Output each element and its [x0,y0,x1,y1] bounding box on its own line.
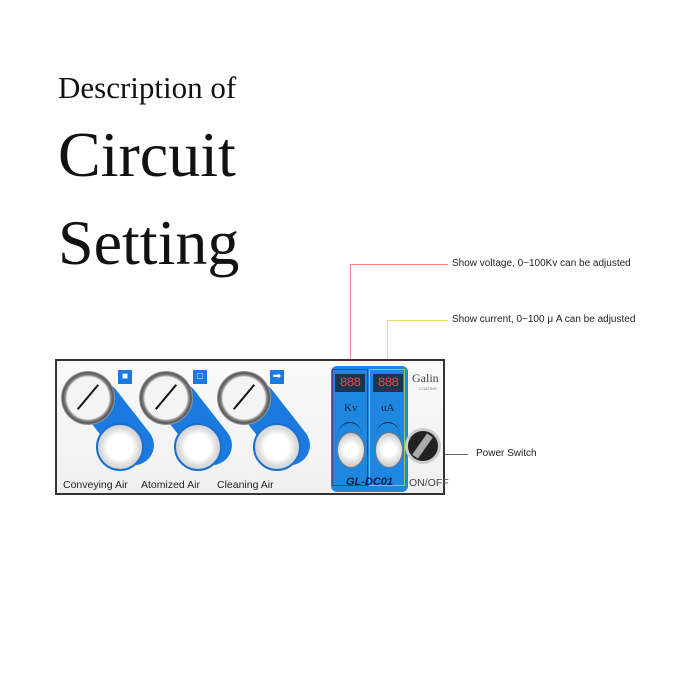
conveying-air-knob[interactable] [96,423,144,471]
gauge-label: Cleaning Air [217,479,274,491]
voltage-callout-line [350,264,448,370]
brand-logo: Galin [412,371,439,385]
ua-label: uA [381,402,395,414]
kv-section [332,369,368,486]
current-callout-line [387,320,448,370]
current-annotation: Show current, 0~100 μ A can be adjusted [452,314,636,325]
power-label: ON/OFF [409,477,449,489]
kv-label: Kv [344,402,358,414]
control-panel: ■ Conveying Air □ Atomized Air ➡ Cleanin… [55,359,449,495]
ua-adjust-knob[interactable] [375,432,403,468]
ua-section [369,369,405,486]
powder-icon: ■ [118,370,132,384]
atomized-air-knob[interactable] [174,423,222,471]
power-callout-line [436,454,468,455]
controller-module: 888 888 Kv uA GL-DC01 [331,366,408,492]
arrow-right-icon: ➡ [270,370,284,384]
heading-line-1: Description of [58,70,237,105]
kv-arc-icon [338,422,362,435]
heading-line-3: Setting [58,207,240,278]
model-label: GL-DC01 [345,476,394,488]
cleaning-air-knob[interactable] [253,423,301,471]
brand-sub: COATING [419,386,437,391]
kv-display: 888 [335,374,365,392]
gauge-label: Conveying Air [63,479,128,491]
ua-display: 888 [373,374,403,392]
ua-arc-icon [376,422,400,435]
heading-line-2: Circuit [58,119,236,190]
gauge-label: Atomized Air [141,479,200,491]
voltage-annotation: Show voltage, 0~100Kv can be adjusted [452,258,631,269]
power-annotation: Power Switch [476,448,537,459]
pressure-gauge-cleaning [217,371,271,425]
pressure-gauge-atomized [139,371,193,425]
kv-adjust-knob[interactable] [337,432,365,468]
atomize-icon: □ [193,370,207,384]
pressure-gauge-conveying [61,371,115,425]
power-switch[interactable] [405,428,441,464]
